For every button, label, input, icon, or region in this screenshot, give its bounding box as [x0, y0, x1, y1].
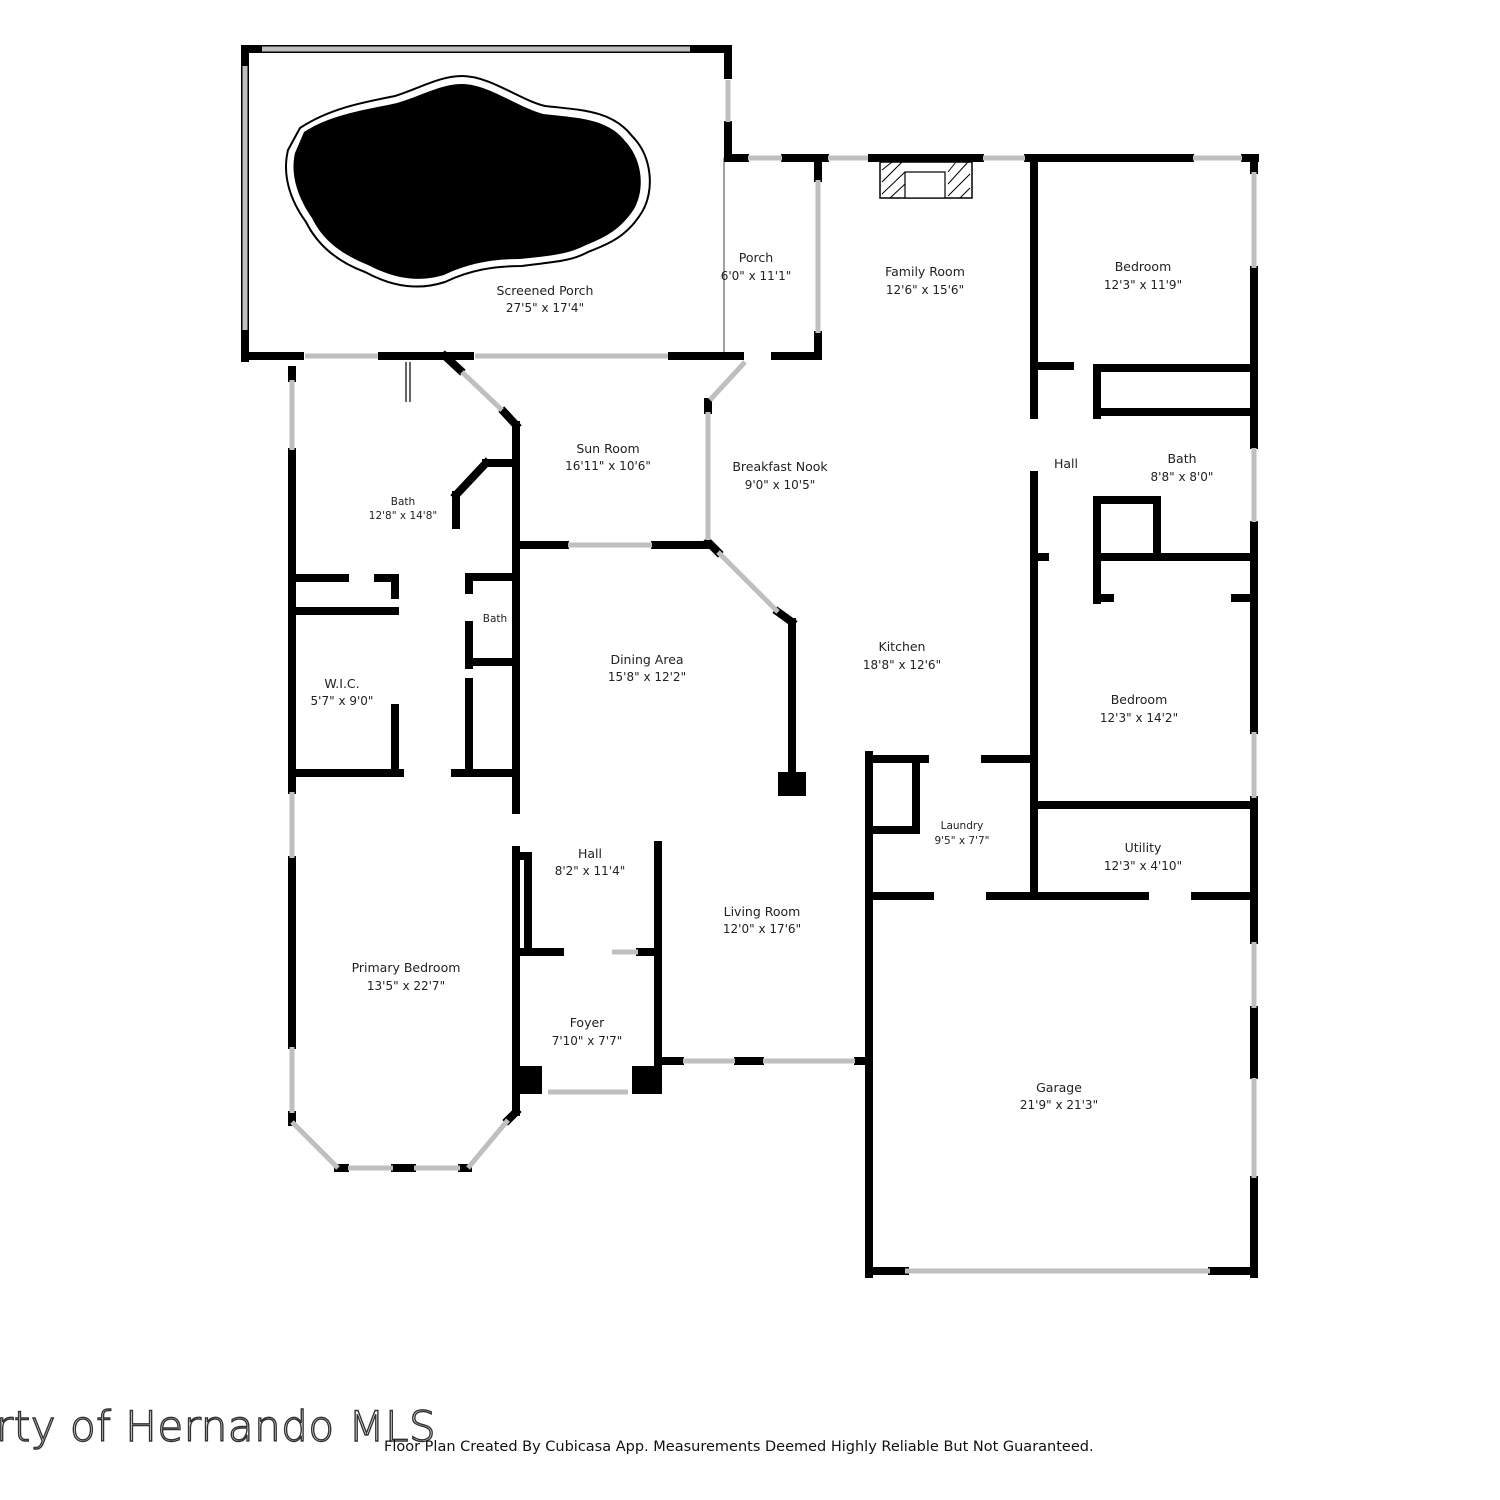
- windows: [289, 155, 1257, 1274]
- porch-name: Porch: [739, 250, 773, 265]
- living-room-dims: 12'0" x 17'6": [723, 922, 801, 936]
- bath-east-name: Bath: [1167, 451, 1196, 466]
- bedroom-ne-dims: 12'3" x 11'9": [1104, 278, 1182, 292]
- sun-room-name: Sun Room: [576, 441, 639, 456]
- pool: [293, 84, 641, 279]
- dining-area-dims: 15'8" x 12'2": [608, 670, 686, 684]
- screened-porch-dims: 27'5" x 17'4": [506, 301, 584, 315]
- columns: [516, 772, 806, 1094]
- bedroom-ne-name: Bedroom: [1115, 259, 1172, 274]
- breakfast-nook-dims: 9'0" x 10'5": [745, 478, 816, 492]
- foyer-name: Foyer: [570, 1015, 605, 1030]
- primary-bedroom-dims: 13'5" x 22'7": [367, 979, 445, 993]
- primary-bedroom-name: Primary Bedroom: [352, 960, 461, 975]
- hall-center-dims: 8'2" x 11'4": [555, 864, 626, 878]
- bath-east-dims: 8'8" x 8'0": [1151, 470, 1214, 484]
- hall-center-name: Hall: [578, 846, 602, 861]
- bath-primary-name: Bath: [391, 496, 415, 508]
- room-labels: Screened Porch 27'5" x 17'4" Porch 6'0" …: [311, 250, 1214, 1112]
- bath-primary-dims: 12'8" x 14'8": [369, 510, 437, 522]
- utility-dims: 12'3" x 4'10": [1104, 859, 1182, 873]
- laundry-name: Laundry: [941, 820, 984, 832]
- garage-name: Garage: [1036, 1080, 1082, 1095]
- garage-dims: 21'9" x 21'3": [1020, 1098, 1098, 1112]
- bath-small-name: Bath: [483, 613, 507, 625]
- house-walls: [288, 154, 1259, 1278]
- hall-east-name: Hall: [1054, 456, 1078, 471]
- family-room-name: Family Room: [885, 264, 965, 279]
- dining-area-name: Dining Area: [610, 652, 683, 667]
- porch-dims: 6'0" x 11'1": [721, 269, 792, 283]
- kitchen-dims: 18'8" x 12'6": [863, 658, 941, 672]
- fireplace: [879, 161, 973, 199]
- bedroom-e-name: Bedroom: [1111, 692, 1168, 707]
- foyer-dims: 7'10" x 7'7": [552, 1034, 623, 1048]
- screened-porch-name: Screened Porch: [497, 283, 594, 298]
- laundry-dims: 9'5" x 7'7": [934, 835, 989, 847]
- kitchen-name: Kitchen: [879, 639, 926, 654]
- wic-name: W.I.C.: [324, 676, 359, 691]
- door-marks: [405, 362, 411, 402]
- mls-watermark: rty of Hernando MLS: [0, 1401, 437, 1451]
- breakfast-nook-name: Breakfast Nook: [732, 459, 828, 474]
- family-room-dims: 12'6" x 15'6": [886, 283, 964, 297]
- floor-plan-credit: Floor Plan Created By Cubicasa App. Meas…: [384, 1439, 1094, 1455]
- bedroom-e-dims: 12'3" x 14'2": [1100, 711, 1178, 725]
- screened-porch-windows: [242, 46, 731, 359]
- sun-room-dims: 16'11" x 10'6": [565, 459, 651, 473]
- utility-name: Utility: [1125, 840, 1162, 855]
- wic-dims: 5'7" x 9'0": [311, 694, 374, 708]
- living-room-name: Living Room: [724, 904, 801, 919]
